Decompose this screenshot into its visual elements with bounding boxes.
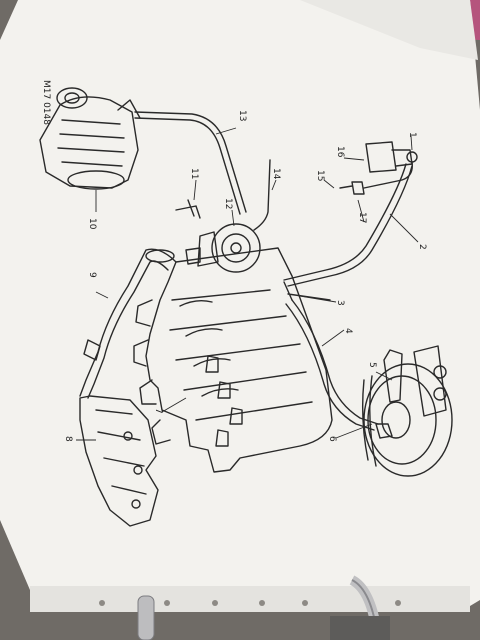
leader-lines [76,127,419,441]
paper-fold-shadow [300,0,478,60]
binder-holes [99,600,401,606]
figure-id: M17 0148 [41,80,51,125]
intake-manifold [133,247,333,473]
brake-booster [361,345,453,477]
callout-15: 15 [315,170,325,181]
paper-sheet [0,0,480,612]
callout-17: 17 [357,212,367,223]
solenoid-valve [365,141,418,173]
exhaust-manifold [79,395,159,527]
hose-9 [79,248,177,397]
egr-valve [185,223,261,273]
vacuum-system-diagram [39,87,453,527]
hose-13-outline [134,111,247,213]
callout-12: 12 [223,198,233,209]
desk-object [330,616,390,640]
callout-4: 4 [343,328,353,334]
callout-8: 8 [63,436,73,442]
connector-15 [339,181,365,195]
binder-ring-left [137,595,155,640]
hose-2 [287,165,413,287]
callout-2: 2 [417,244,427,250]
callout-6: 6 [327,436,337,442]
bracket-11 [175,199,201,219]
callout-labels: 1 2 3 4 5 6 7 8 9 10 11 12 13 14 15 16 1… [63,110,427,442]
hose-2-outline [283,163,407,281]
hose-13 [134,117,241,215]
callout-7: 7 [153,408,163,414]
hose-clip [83,339,101,361]
hose-4-outline [285,303,375,431]
callout-9: 9 [87,272,97,278]
callout-13: 13 [237,110,247,121]
callout-11: 11 [189,168,199,179]
callout-3: 3 [335,300,345,306]
hose-14 [253,159,271,231]
callout-5: 5 [367,362,377,368]
hose-4 [291,299,379,425]
callout-14: 14 [271,168,281,180]
callout-16: 16 [335,146,345,158]
hose-9-outline [87,260,169,399]
binder-strip [30,586,470,612]
callout-1: 1 [407,132,417,138]
throttle-inlet [145,249,175,263]
callout-10: 10 [87,218,97,230]
t-piece-3 [283,281,331,301]
